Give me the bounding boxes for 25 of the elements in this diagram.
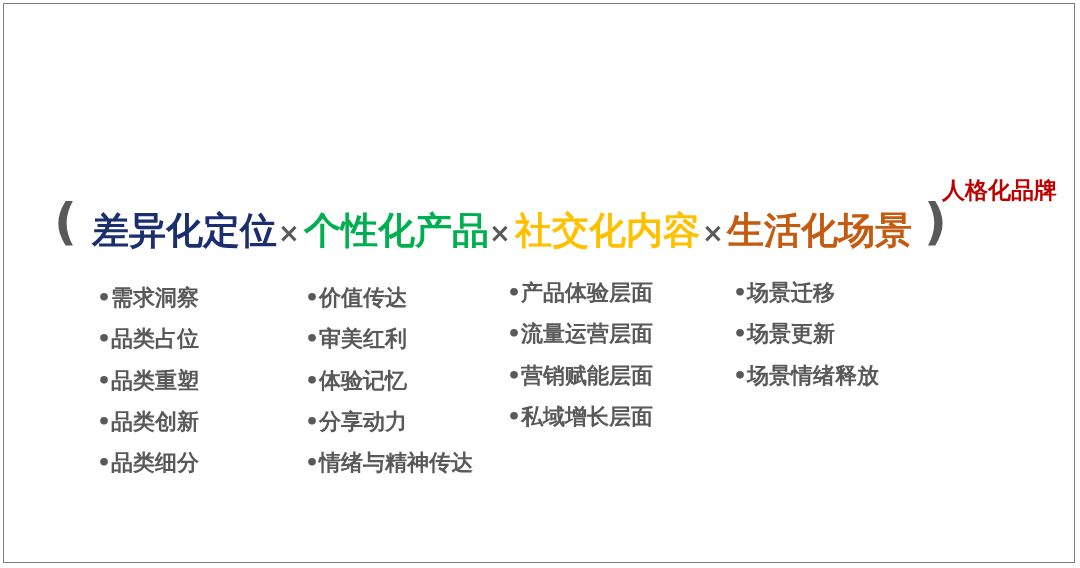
- bullet-item: •体验记忆: [305, 370, 408, 392]
- formula-term: 个性化产品: [304, 212, 489, 249]
- bullet-item: •品类占位: [97, 328, 200, 350]
- bullet-item: •品类重塑: [97, 370, 200, 392]
- bullet-item: •场景情绪释放: [733, 365, 880, 387]
- bullet-item: •场景更新: [733, 323, 836, 345]
- bullet-item: •情绪与精神传达: [305, 452, 474, 474]
- formula-term: 生活化场景: [727, 212, 912, 249]
- bullet-item: •产品体验层面: [507, 282, 654, 304]
- bullet-item: •审美红利: [305, 328, 408, 350]
- bullet-item: •营销赋能层面: [507, 365, 654, 387]
- bullet-item: •品类细分: [97, 452, 200, 474]
- bullet-item: •品类创新: [97, 411, 200, 433]
- bullet-item: •需求洞察: [97, 287, 200, 309]
- parenthesis: (: [54, 197, 77, 247]
- bullet-item: •私域增长层面: [507, 406, 654, 428]
- multiply-sign: ×: [278, 220, 300, 246]
- formula-term: 社交化内容: [515, 212, 700, 249]
- bullet-item: •流量运营层面: [507, 323, 654, 345]
- multiply-sign: ×: [489, 220, 511, 246]
- bullet-item: •场景迁移: [733, 282, 836, 304]
- bullet-item: •价值传达: [305, 287, 408, 309]
- formula-term: 差异化定位: [92, 212, 277, 249]
- bullet-item: •分享动力: [305, 411, 408, 433]
- multiply-sign: ×: [702, 220, 724, 246]
